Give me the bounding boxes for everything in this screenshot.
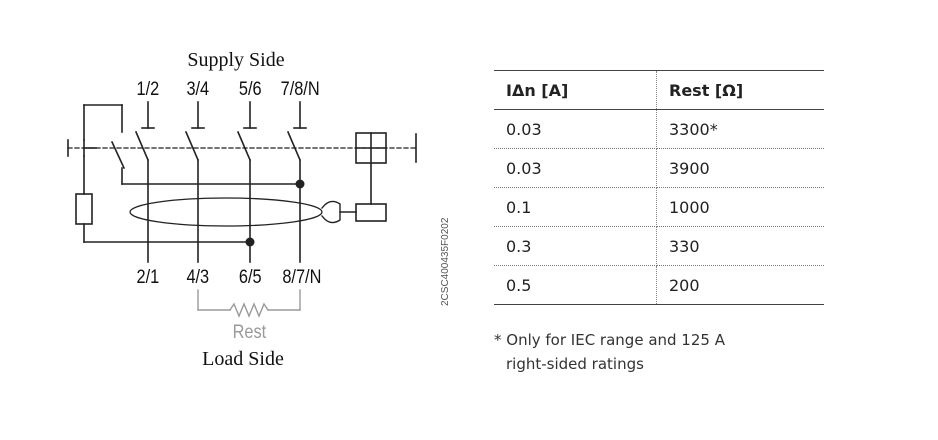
top-terminal-label: 1/2: [137, 78, 160, 99]
table-cell: 0.5: [494, 265, 657, 305]
table-cell: 0.03: [494, 148, 657, 188]
junction-dot: [295, 179, 305, 189]
bottom-terminal-label: 4/3: [186, 266, 209, 287]
trip-relay: [321, 163, 387, 224]
test-resistor: [75, 155, 251, 243]
footnote-line: right-sided ratings: [506, 355, 644, 373]
rest-value-table: IΔn [A] Rest [Ω] 0.03 3300* 0.03 3900 0.…: [494, 70, 824, 305]
table-cell: 3900: [656, 148, 824, 188]
bottom-terminal-label: 8/7/N: [282, 266, 321, 287]
column-header: Rest [Ω]: [656, 70, 824, 110]
switch-contacts: [134, 130, 302, 162]
footnote-line: * Only for IEC range and 125 A: [494, 331, 725, 349]
column-header: IΔn [A]: [494, 70, 657, 110]
pole-conductors: [147, 159, 301, 263]
rest-value-table-container: IΔn [A] Rest [Ω] 0.03 3300* 0.03 3900 0.…: [494, 70, 824, 305]
top-terminal-stubs: [141, 101, 307, 129]
table-footnote: * Only for IEC range and 125 A right-sid…: [494, 328, 725, 376]
rest-resistor: [197, 289, 301, 318]
table-header-row: IΔn [A] Rest [Ω]: [494, 70, 824, 110]
circuit-diagram: Supply Side 1/2 3/4 5/6 7/8/N 2/1 4/3 6/…: [67, 49, 451, 370]
table-cell: 0.1: [494, 187, 657, 227]
load-side-label: Load Side: [202, 348, 284, 370]
table-cell: 0.03: [494, 109, 657, 149]
rest-label: Rest: [233, 321, 267, 342]
table-row: 0.5 200: [494, 265, 824, 305]
supply-side-label: Supply Side: [187, 49, 284, 71]
top-terminal-label: 3/4: [186, 78, 209, 99]
table-cell: 200: [656, 265, 824, 305]
table-cell: 3300*: [656, 109, 824, 149]
top-terminal-label: 7/8/N: [281, 78, 320, 99]
table-row: 0.03 3900: [494, 148, 824, 188]
toroid-core: [129, 197, 323, 227]
table-row: 0.03 3300*: [494, 109, 824, 149]
junction-dot: [245, 237, 255, 247]
test-button: [67, 104, 301, 185]
table-cell: 0.3: [494, 226, 657, 266]
bottom-terminal-label: 6/5: [239, 266, 262, 287]
figure-code: 2CSC400435F0202: [440, 217, 451, 306]
table-cell: 1000: [656, 187, 824, 227]
table-row: 0.3 330: [494, 226, 824, 266]
top-terminal-label: 5/6: [239, 78, 262, 99]
release-device: [355, 132, 417, 164]
table-row: 0.1 1000: [494, 187, 824, 227]
table-cell: 330: [656, 226, 824, 266]
bottom-terminal-label: 2/1: [137, 266, 160, 287]
